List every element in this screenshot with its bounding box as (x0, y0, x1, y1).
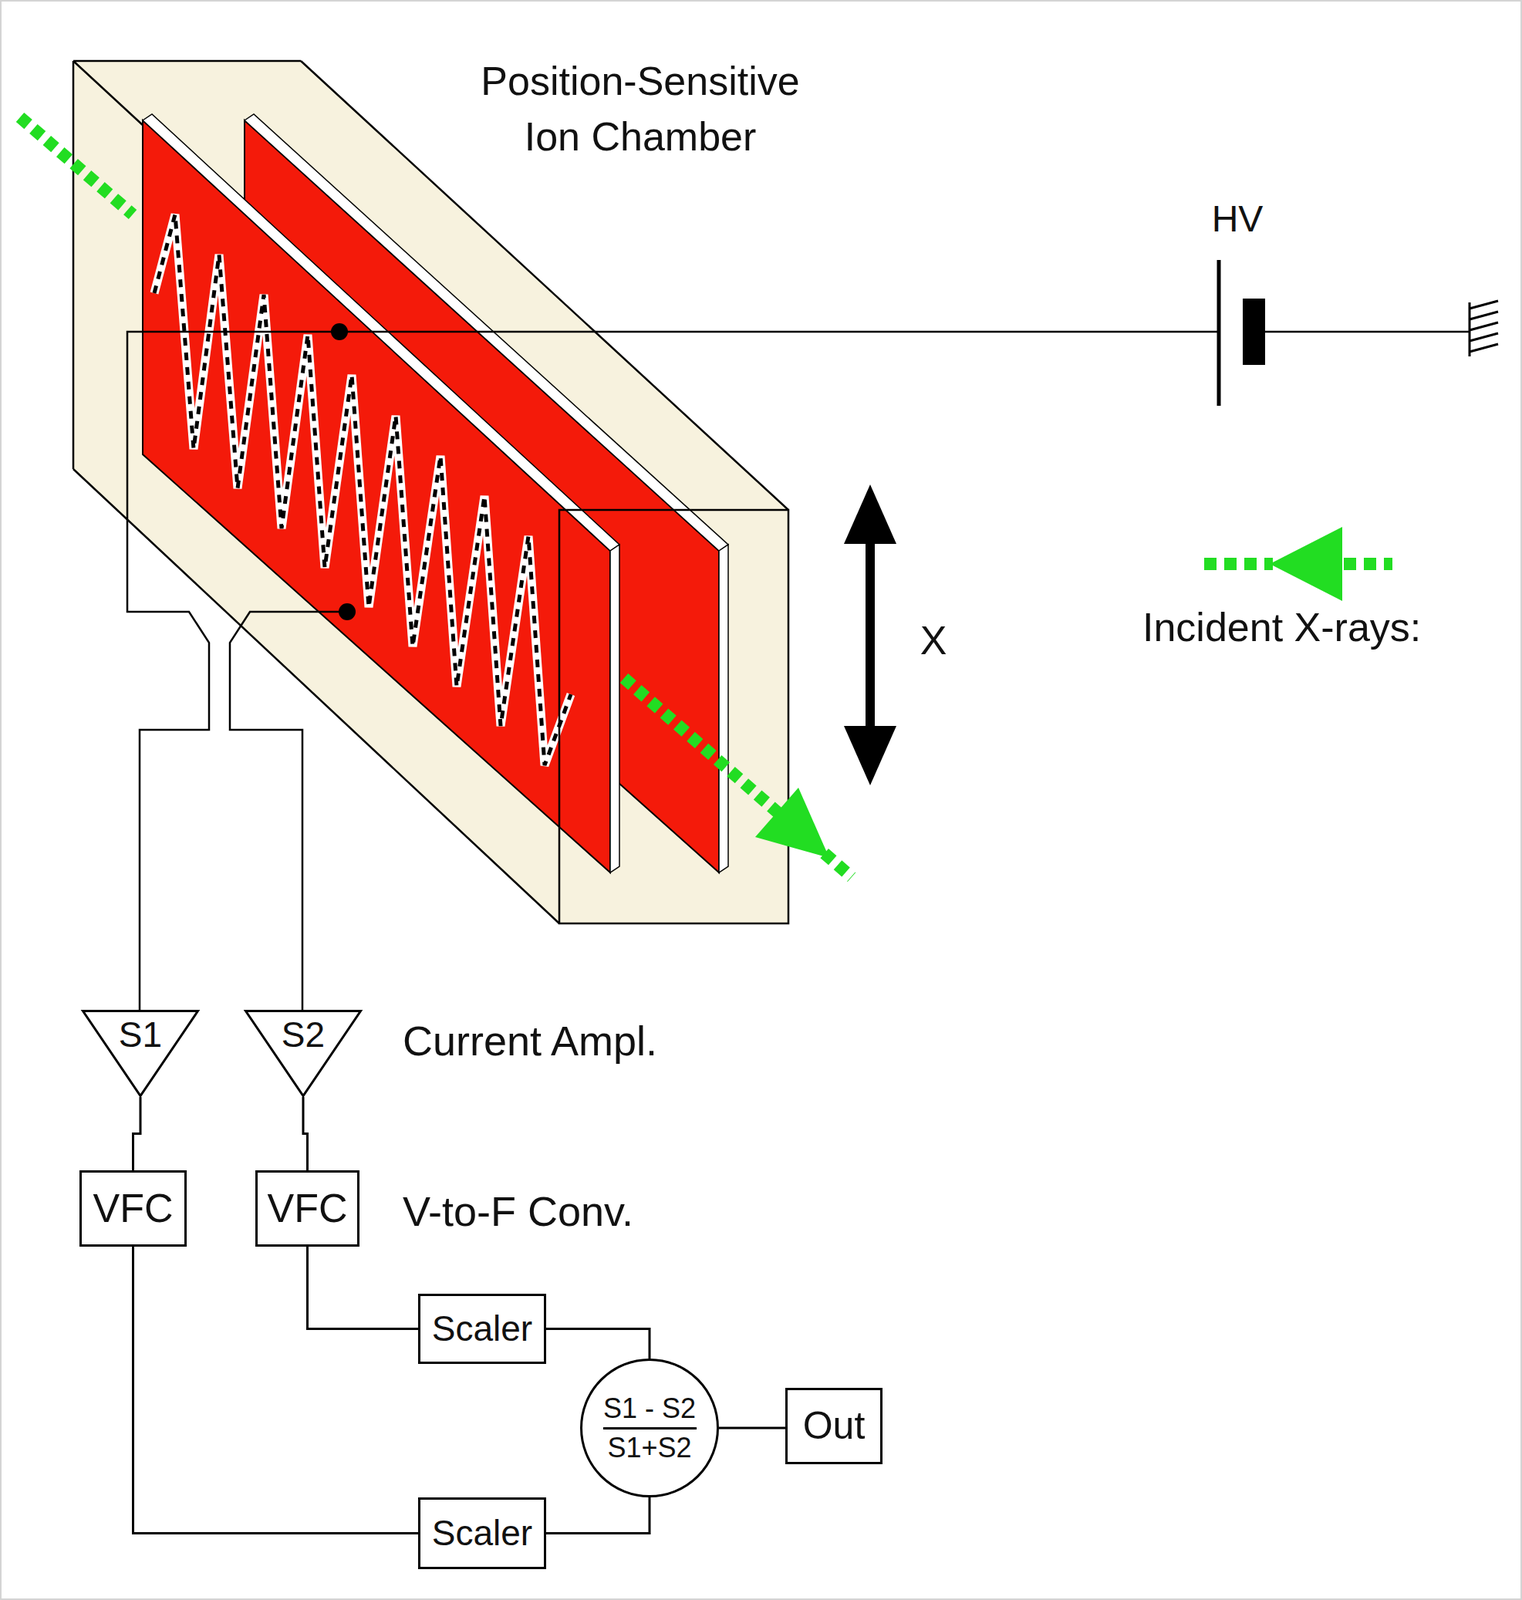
current-amplifier: S2 (244, 1009, 362, 1097)
signal-lead (127, 331, 340, 1010)
hv-wire (339, 330, 1219, 334)
node-text: VFC (267, 1185, 348, 1232)
connector (546, 1329, 650, 1360)
ground-wire (1265, 330, 1470, 334)
amplifier-triangle (83, 1011, 199, 1097)
plate-edge (718, 544, 729, 873)
signal-lead (229, 611, 348, 1010)
legend-arrowhead (1269, 526, 1343, 601)
x-axis-arrowhead (843, 484, 897, 544)
node-text: Scaler (431, 1512, 533, 1554)
contact-dot (338, 603, 356, 621)
converter-box: VFC (255, 1170, 360, 1247)
ratio-circle: S1 - S2 S1+S2 (580, 1358, 719, 1498)
scaler-box: Scaler (418, 1497, 547, 1570)
fraction-bar (603, 1427, 697, 1430)
legend-text: Incident X-rays: (1142, 603, 1421, 652)
contact-dot (330, 323, 348, 341)
legend-arrow (1204, 557, 1273, 571)
ground-symbol (1469, 300, 1499, 357)
node-text: S1 (118, 1014, 162, 1056)
current-amplifier: S1 (81, 1009, 200, 1097)
scaler-box: Scaler (418, 1293, 547, 1364)
battery-plate (1217, 259, 1222, 406)
connector (133, 1246, 419, 1534)
stage-label: V-to-F Conv. (402, 1186, 634, 1237)
battery-plate (1242, 298, 1266, 365)
x-ray-beam (624, 678, 852, 878)
front-plate (142, 120, 611, 873)
connector (133, 1096, 142, 1171)
node-text: S1+S2 (607, 1431, 692, 1464)
node-text: S1 - S2 (603, 1392, 696, 1425)
plate-edge (610, 544, 620, 873)
node-text: Scaler (431, 1308, 533, 1350)
amplifier-triangle (246, 1011, 362, 1097)
chamber-title: Position-Sensitive Ion Chamber (462, 53, 818, 166)
connector (303, 1096, 308, 1171)
connector (307, 1246, 419, 1330)
housing (73, 60, 789, 924)
output-box: Out (785, 1387, 883, 1465)
resistive-wire-dashes (154, 214, 571, 766)
node-text: VFC (93, 1185, 174, 1232)
connector (718, 1427, 786, 1430)
axis-label: X (920, 616, 948, 665)
resistive-wire (154, 214, 571, 766)
connector (546, 1497, 650, 1534)
x-axis-arrowhead (843, 725, 897, 786)
stage-label: Current Ampl. (402, 1015, 658, 1067)
x-ray-arrowhead (755, 787, 830, 858)
x-ray-beam (20, 117, 133, 215)
converter-box: VFC (79, 1170, 187, 1247)
housing-edges (73, 60, 789, 924)
node-text: S2 (281, 1014, 325, 1056)
x-axis-arrow (865, 532, 875, 737)
node-text: Out (803, 1403, 866, 1449)
hv-label: HV (1211, 196, 1264, 242)
